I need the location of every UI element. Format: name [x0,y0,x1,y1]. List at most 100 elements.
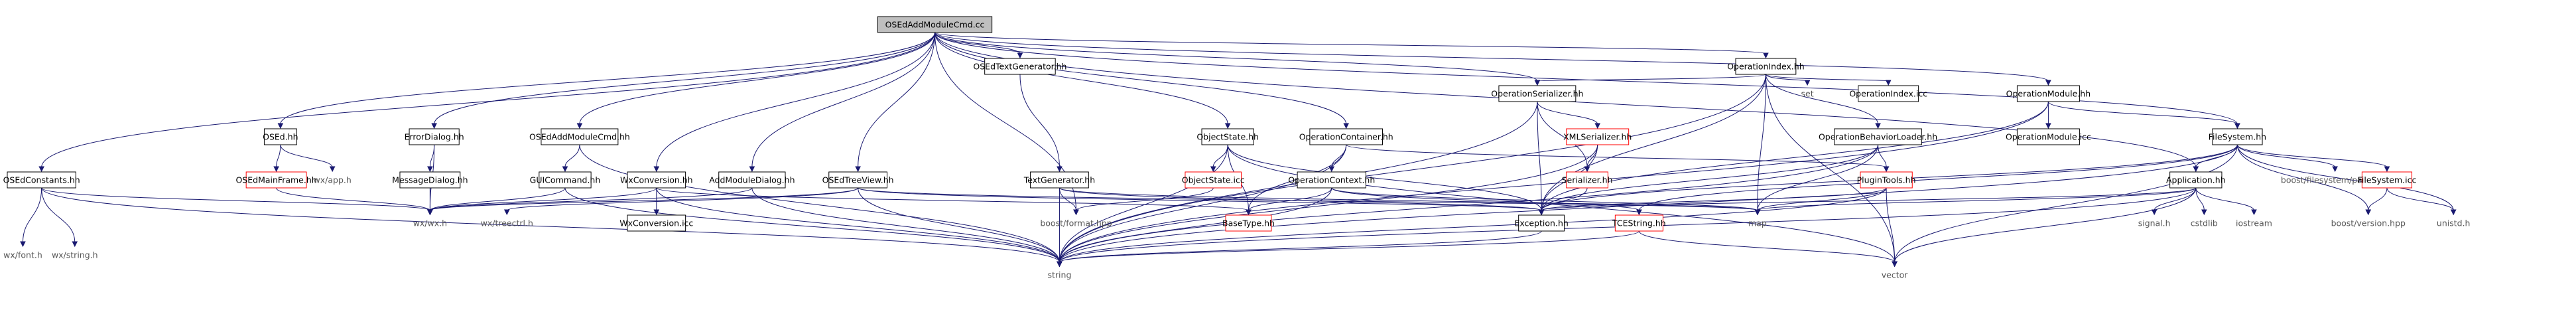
edge-objectstate-to-string [1057,144,1228,268]
node-label: XMLSerializer.hh [1563,132,1632,142]
node-label: OperationContext.hh [1288,175,1375,185]
edge-root-to-objectstate [934,32,1231,129]
node-label: OSEdTreeView.hh [822,175,894,185]
node-box [1185,171,1242,189]
edge-filesystemicc-to-unistd [2386,187,2457,216]
node-label: FileSystem.icc [2358,175,2417,185]
node-exception[interactable]: Exception.hh [1514,214,1569,232]
edge-application-to-cstdlib [2195,187,2207,216]
node-operationcontainer[interactable]: OperationContainer.hh [1299,128,1393,145]
node-addmoduledialog[interactable]: AddModuleDialog.hh [709,171,795,189]
node-operationindex[interactable]: OperationIndex.hh [1727,58,1805,75]
edge-wxconversion-to-basetype [656,187,1252,216]
node-label: cstdlib [2191,218,2218,228]
node-label: wx/app.h [314,175,352,185]
node-objectstate[interactable]: ObjectState.hh [1196,128,1259,145]
node-wxconversionicc[interactable]: WxConversion.icc [619,214,693,232]
node-guicommand[interactable]: GUICommand.hh [530,171,601,189]
node-wxconversion[interactable]: WxConversion.hh [620,171,693,189]
node-label: WxConversion.hh [620,175,693,185]
node-osedaddmodulecmdhh[interactable]: OSEdAddModuleCmd.hh [529,128,630,145]
node-label: TextGenerator.hh [1023,175,1095,185]
edge-osedconstants-to-wxstring [41,187,78,248]
node-label: TCEString.hh [1612,218,1666,228]
node-tcestring[interactable]: TCEString.hh [1612,214,1666,232]
edge-wxconversion-to-wxconversionicc [653,187,660,216]
node-box [7,171,76,189]
node-wxfont: wx/font.h [3,250,42,260]
node-label: boost/format.hpp [1040,218,1112,228]
edge-serializer-to-exception [1538,187,1588,216]
node-boostversion: boost/version.hpp [2331,218,2406,228]
node-box [409,128,460,145]
node-label: PluginTools.hh [1857,175,1916,185]
edge-operationcontainer-to-operationcontext [1328,144,1347,173]
node-label: OperationIndex.hh [1727,62,1804,72]
node-string: string [1048,270,1072,280]
node-label: Exception.hh [1514,218,1568,228]
edge-operationmodule-to-filesystem [2047,101,2240,129]
node-box [2016,85,2080,102]
edge-osedtreeview-to-wxtreectrl [503,187,859,216]
node-basetype[interactable]: BaseType.hh [1222,214,1275,232]
edge-root-to-osedtreeview [855,32,936,173]
node-operationmoduleicc[interactable]: OperationModule.icc [2006,128,2091,145]
node-operationbehaviorloader[interactable]: OperationBehaviorLoader.hh [1819,128,1937,145]
node-boostformat: boost/format.hpp [1040,218,1112,228]
node-messagedialog[interactable]: MessageDialog.hh [392,171,468,189]
node-box [541,128,619,145]
edge-root-to-operationindex [934,32,1769,59]
edge-operationmodule-to-operationmoduleicc [2045,102,2051,129]
node-label: vector [1882,270,1909,280]
node-application[interactable]: Application.hh [2166,171,2226,189]
node-label: boost/version.hpp [2331,218,2406,228]
node-operationserializer[interactable]: OperationSerializer.hh [1491,85,1583,102]
node-osedconstants[interactable]: OSEdConstants.hh [3,171,80,189]
node-plugintools[interactable]: PluginTools.hh [1857,171,1916,189]
node-objectstateicc[interactable]: ObjectState.icc [1182,171,1245,189]
node-box [1498,85,1577,102]
node-osedtextgenerator[interactable]: OSEdTextGenerator.hh [973,58,1066,75]
node-label: ErrorDialog.hh [405,132,464,142]
node-label: WxConversion.icc [619,218,693,228]
dependency-edges [20,32,2457,268]
node-box [1225,214,1272,232]
node-label: AddModuleDialog.hh [709,175,795,185]
node-box [1860,171,1913,189]
edge-objectstate-to-objectstateicc [1210,144,1228,173]
node-box [718,171,786,189]
node-filesystemicc[interactable]: FileSystem.icc [2358,171,2417,189]
node-box [1834,128,1922,145]
node-wxapp: wx/app.h [314,175,352,185]
node-errordialog[interactable]: ErrorDialog.hh [405,128,464,145]
node-root: OSEdAddModuleCmd.cc [877,16,993,33]
node-label: OSEdMainFrame.hh [235,175,316,185]
node-osedtreeview[interactable]: OSEdTreeView.hh [822,171,894,189]
node-box [1614,214,1663,232]
edge-operationserializer-to-xmlserializer [1537,101,1601,129]
node-textgenerator[interactable]: TextGenerator.hh [1023,171,1095,189]
node-filesystem[interactable]: FileSystem.hh [2209,128,2266,145]
node-operationmodule[interactable]: OperationModule.hh [2006,85,2091,102]
node-operationindexicc[interactable]: OperationIndex.icc [1849,85,1927,102]
edge-root-to-operationcontainer [934,32,1350,129]
node-serializer[interactable]: Serializer.hh [1562,171,1613,189]
node-label: ObjectState.icc [1182,175,1245,185]
node-label: wx/treectrl.h [481,218,533,228]
node-label: GUICommand.hh [530,175,601,185]
node-box [627,214,686,232]
edge-operationbehaviorloader-to-plugintools [1878,144,1890,173]
edge-root-to-osedtextgenerator [934,32,1023,59]
edge-application-to-exception [1538,187,2197,216]
node-xmlserializer[interactable]: XMLSerializer.hh [1563,128,1632,145]
node-label: map [1748,218,1767,228]
edge-root-to-errordialog [431,32,936,129]
node-label: OperationModule.hh [2006,89,2091,99]
node-label: OperationBehaviorLoader.hh [1819,132,1937,142]
node-box [1858,85,1919,102]
node-wxwx: wx/wx.h [413,218,447,228]
node-osed[interactable]: OSEd.hh [263,128,298,145]
edge-operationcontainer-to-plugintools [1346,144,1890,173]
node-operationcontext[interactable]: OperationContext.hh [1288,171,1375,189]
node-osedmainframe[interactable]: OSEdMainFrame.hh [235,171,317,189]
